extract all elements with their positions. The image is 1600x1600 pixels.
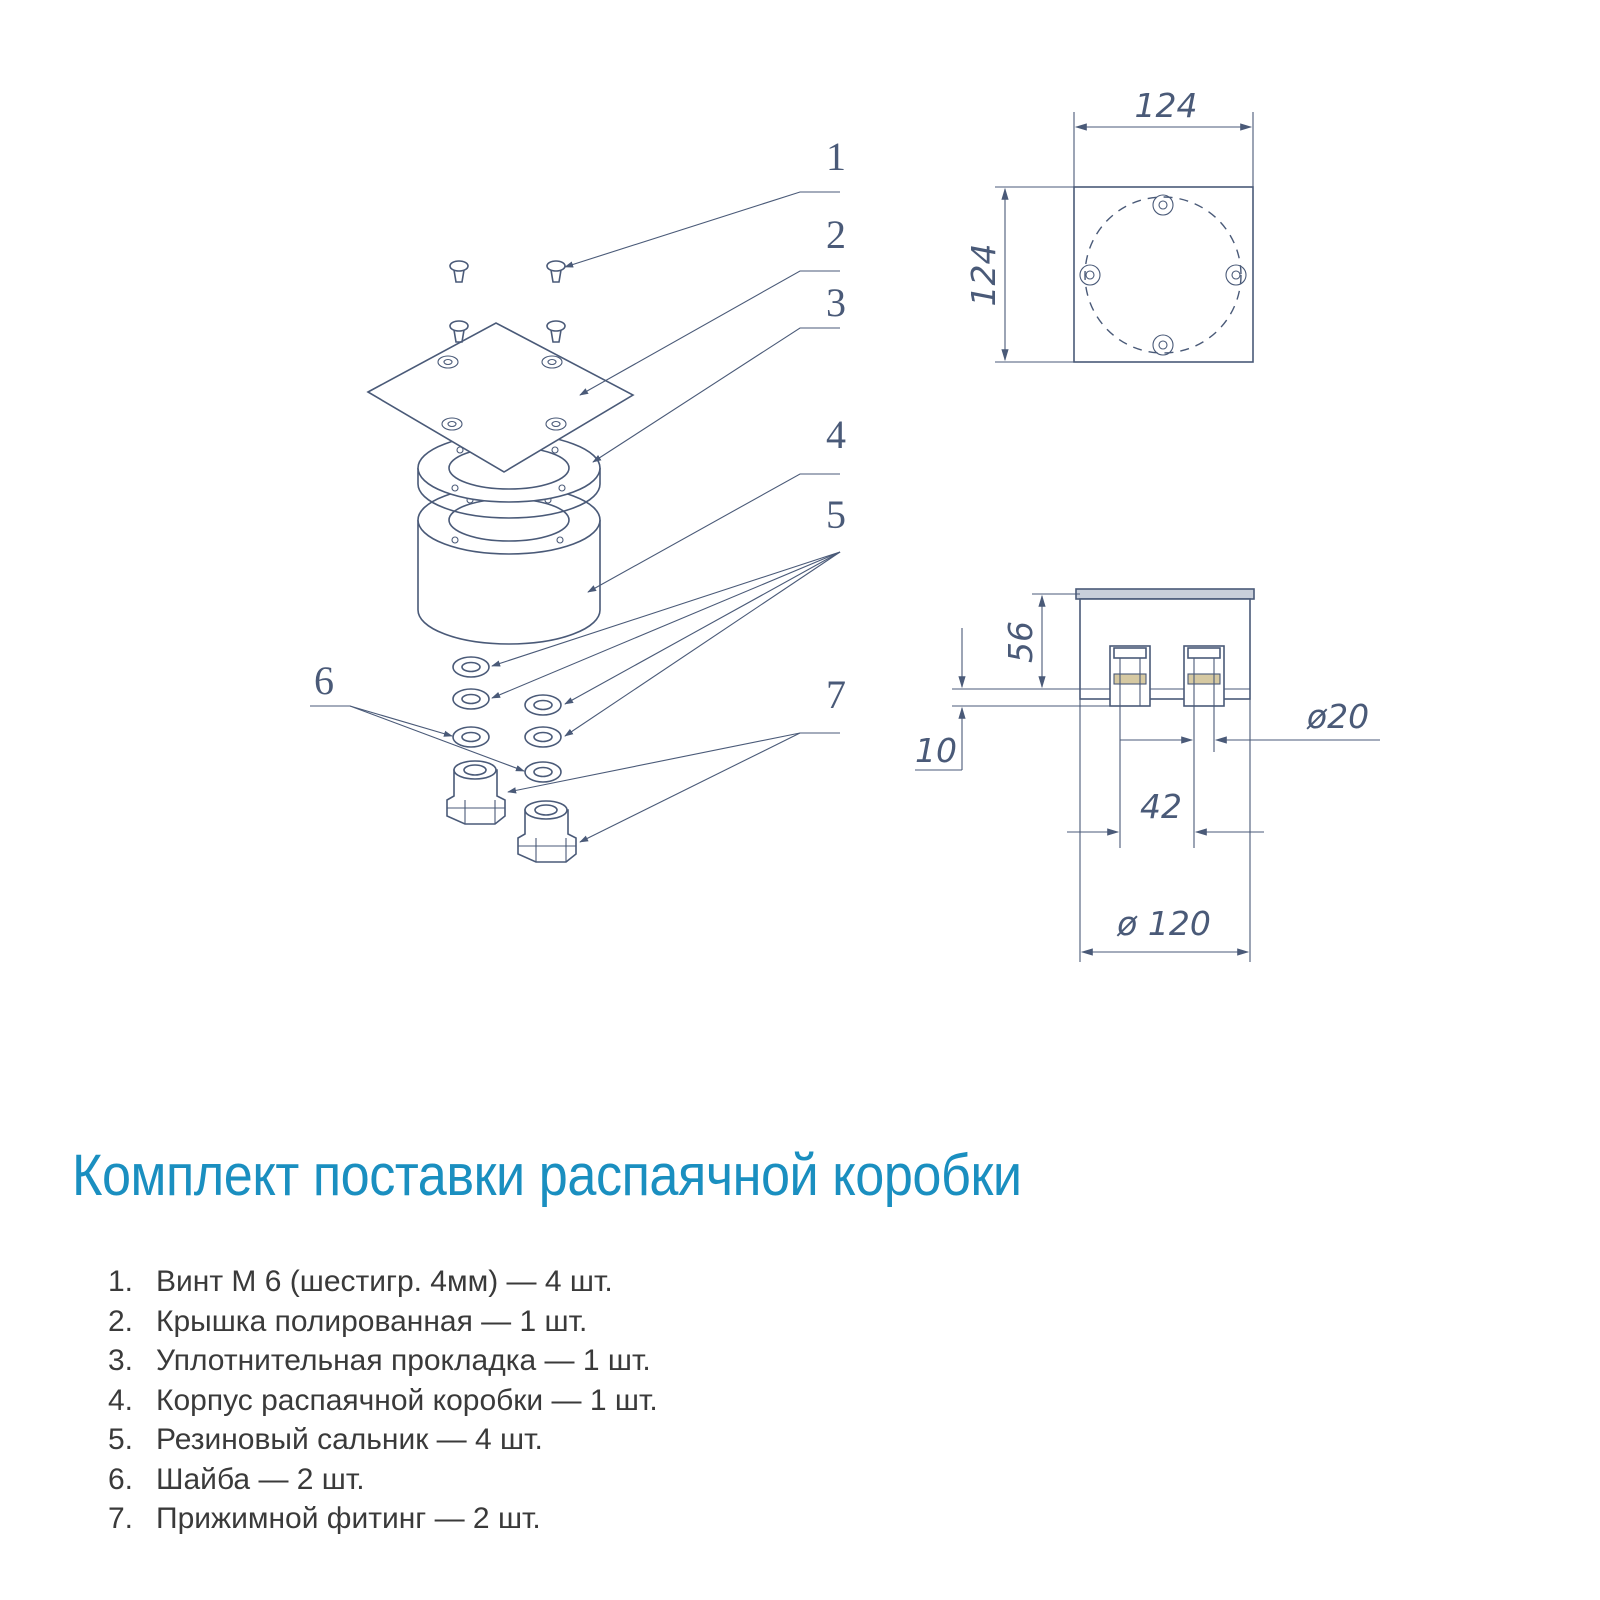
dimension-diameter-20: ø20 <box>1306 697 1369 736</box>
list-item-number: 6. <box>108 1462 134 1496</box>
screw <box>449 260 469 283</box>
list-item: 6. Шайба — 2 шт. <box>108 1460 658 1500</box>
junction-box-body <box>417 485 601 645</box>
dimension-height-10: 10 <box>915 731 957 770</box>
side-view-fitting <box>1109 645 1151 707</box>
list-item-number: 4. <box>108 1383 134 1417</box>
washer-ring <box>452 688 490 710</box>
washer-ring <box>524 726 562 748</box>
side-view: 56 10 ø20 42 ø 120 <box>915 588 1380 962</box>
list-item: 3. Уплотнительная прокладка — 1 шт. <box>108 1341 658 1381</box>
screws <box>449 260 566 343</box>
list-item-text: Прижимной фитинг — 2 шт. <box>156 1502 541 1535</box>
list-item-text: Корпус распаячной коробки — 1 шт. <box>156 1383 658 1417</box>
dimension-height-56: 56 <box>1001 621 1040 663</box>
callout-5: 5 <box>826 492 846 537</box>
list-item-number: 3. <box>108 1344 134 1377</box>
dimension-spacing-42: 42 <box>1140 787 1182 826</box>
washer-ring <box>524 761 562 783</box>
list-item-text: Резиновый сальник — 4 шт. <box>156 1423 543 1456</box>
compression-fitting <box>517 800 577 863</box>
compression-fitting <box>446 760 506 825</box>
list-item: 2. Крышка полированная — 1 шт. <box>108 1302 658 1342</box>
list-item: 1. Винт М 6 (шестигр. 4мм) — 4 шт. <box>108 1262 658 1302</box>
list-item: 4. Корпус распаячной коробки — 1 шт. <box>108 1381 658 1421</box>
list-item-text: Винт М 6 (шестигр. 4мм) — 4 шт. <box>156 1265 613 1298</box>
callout-3: 3 <box>826 280 846 325</box>
screw <box>546 320 566 343</box>
washer-ring <box>452 726 490 748</box>
dimension-width-124: 124 <box>1135 86 1198 125</box>
list-item: 7. Прижимной фитинг — 2 шт. <box>108 1499 658 1539</box>
rubber-glands-and-washers <box>452 656 562 783</box>
washer-ring <box>524 694 562 716</box>
list-item-number: 7. <box>108 1502 134 1535</box>
callout-numbers: 1 2 3 4 5 6 7 <box>314 134 846 717</box>
screw <box>449 320 469 343</box>
list-item-text: Крышка полированная — 1 шт. <box>156 1304 588 1338</box>
callout-6: 6 <box>314 658 334 703</box>
dimension-height-124: 124 <box>964 244 1003 307</box>
page-title: Комплект поставки распаячной коробки <box>72 1143 1022 1208</box>
list-item-number: 1. <box>108 1265 134 1298</box>
screw <box>546 260 566 283</box>
leader-lines <box>310 191 841 843</box>
callout-1: 1 <box>826 134 846 179</box>
callout-4: 4 <box>826 412 846 457</box>
washer-ring <box>452 656 490 678</box>
exploded-view: 1 2 3 4 5 6 7 <box>310 134 846 863</box>
list-item-text: Шайба — 2 шт. <box>156 1462 365 1496</box>
cover-holes <box>437 355 567 431</box>
polished-cover <box>366 322 635 473</box>
side-view-fitting <box>1183 645 1225 707</box>
technical-drawing: 1 2 3 4 5 6 7 124 124 <box>310 86 1380 962</box>
dimension-diameter-120: ø 120 <box>1116 904 1211 943</box>
parts-list: 1. Винт М 6 (шестигр. 4мм) — 4 шт. 2. Крыш… <box>108 1262 658 1539</box>
callout-2: 2 <box>826 212 846 257</box>
list-item-number: 5. <box>108 1423 134 1456</box>
top-view: 124 124 <box>964 86 1254 363</box>
list-item-text: Уплотнительная прокладка — 1 шт. <box>156 1344 651 1377</box>
list-item: 5. Резиновый сальник — 4 шт. <box>108 1420 658 1460</box>
callout-7: 7 <box>826 672 846 717</box>
list-item-number: 2. <box>108 1304 134 1338</box>
top-view-screw-holes <box>1079 194 1247 356</box>
